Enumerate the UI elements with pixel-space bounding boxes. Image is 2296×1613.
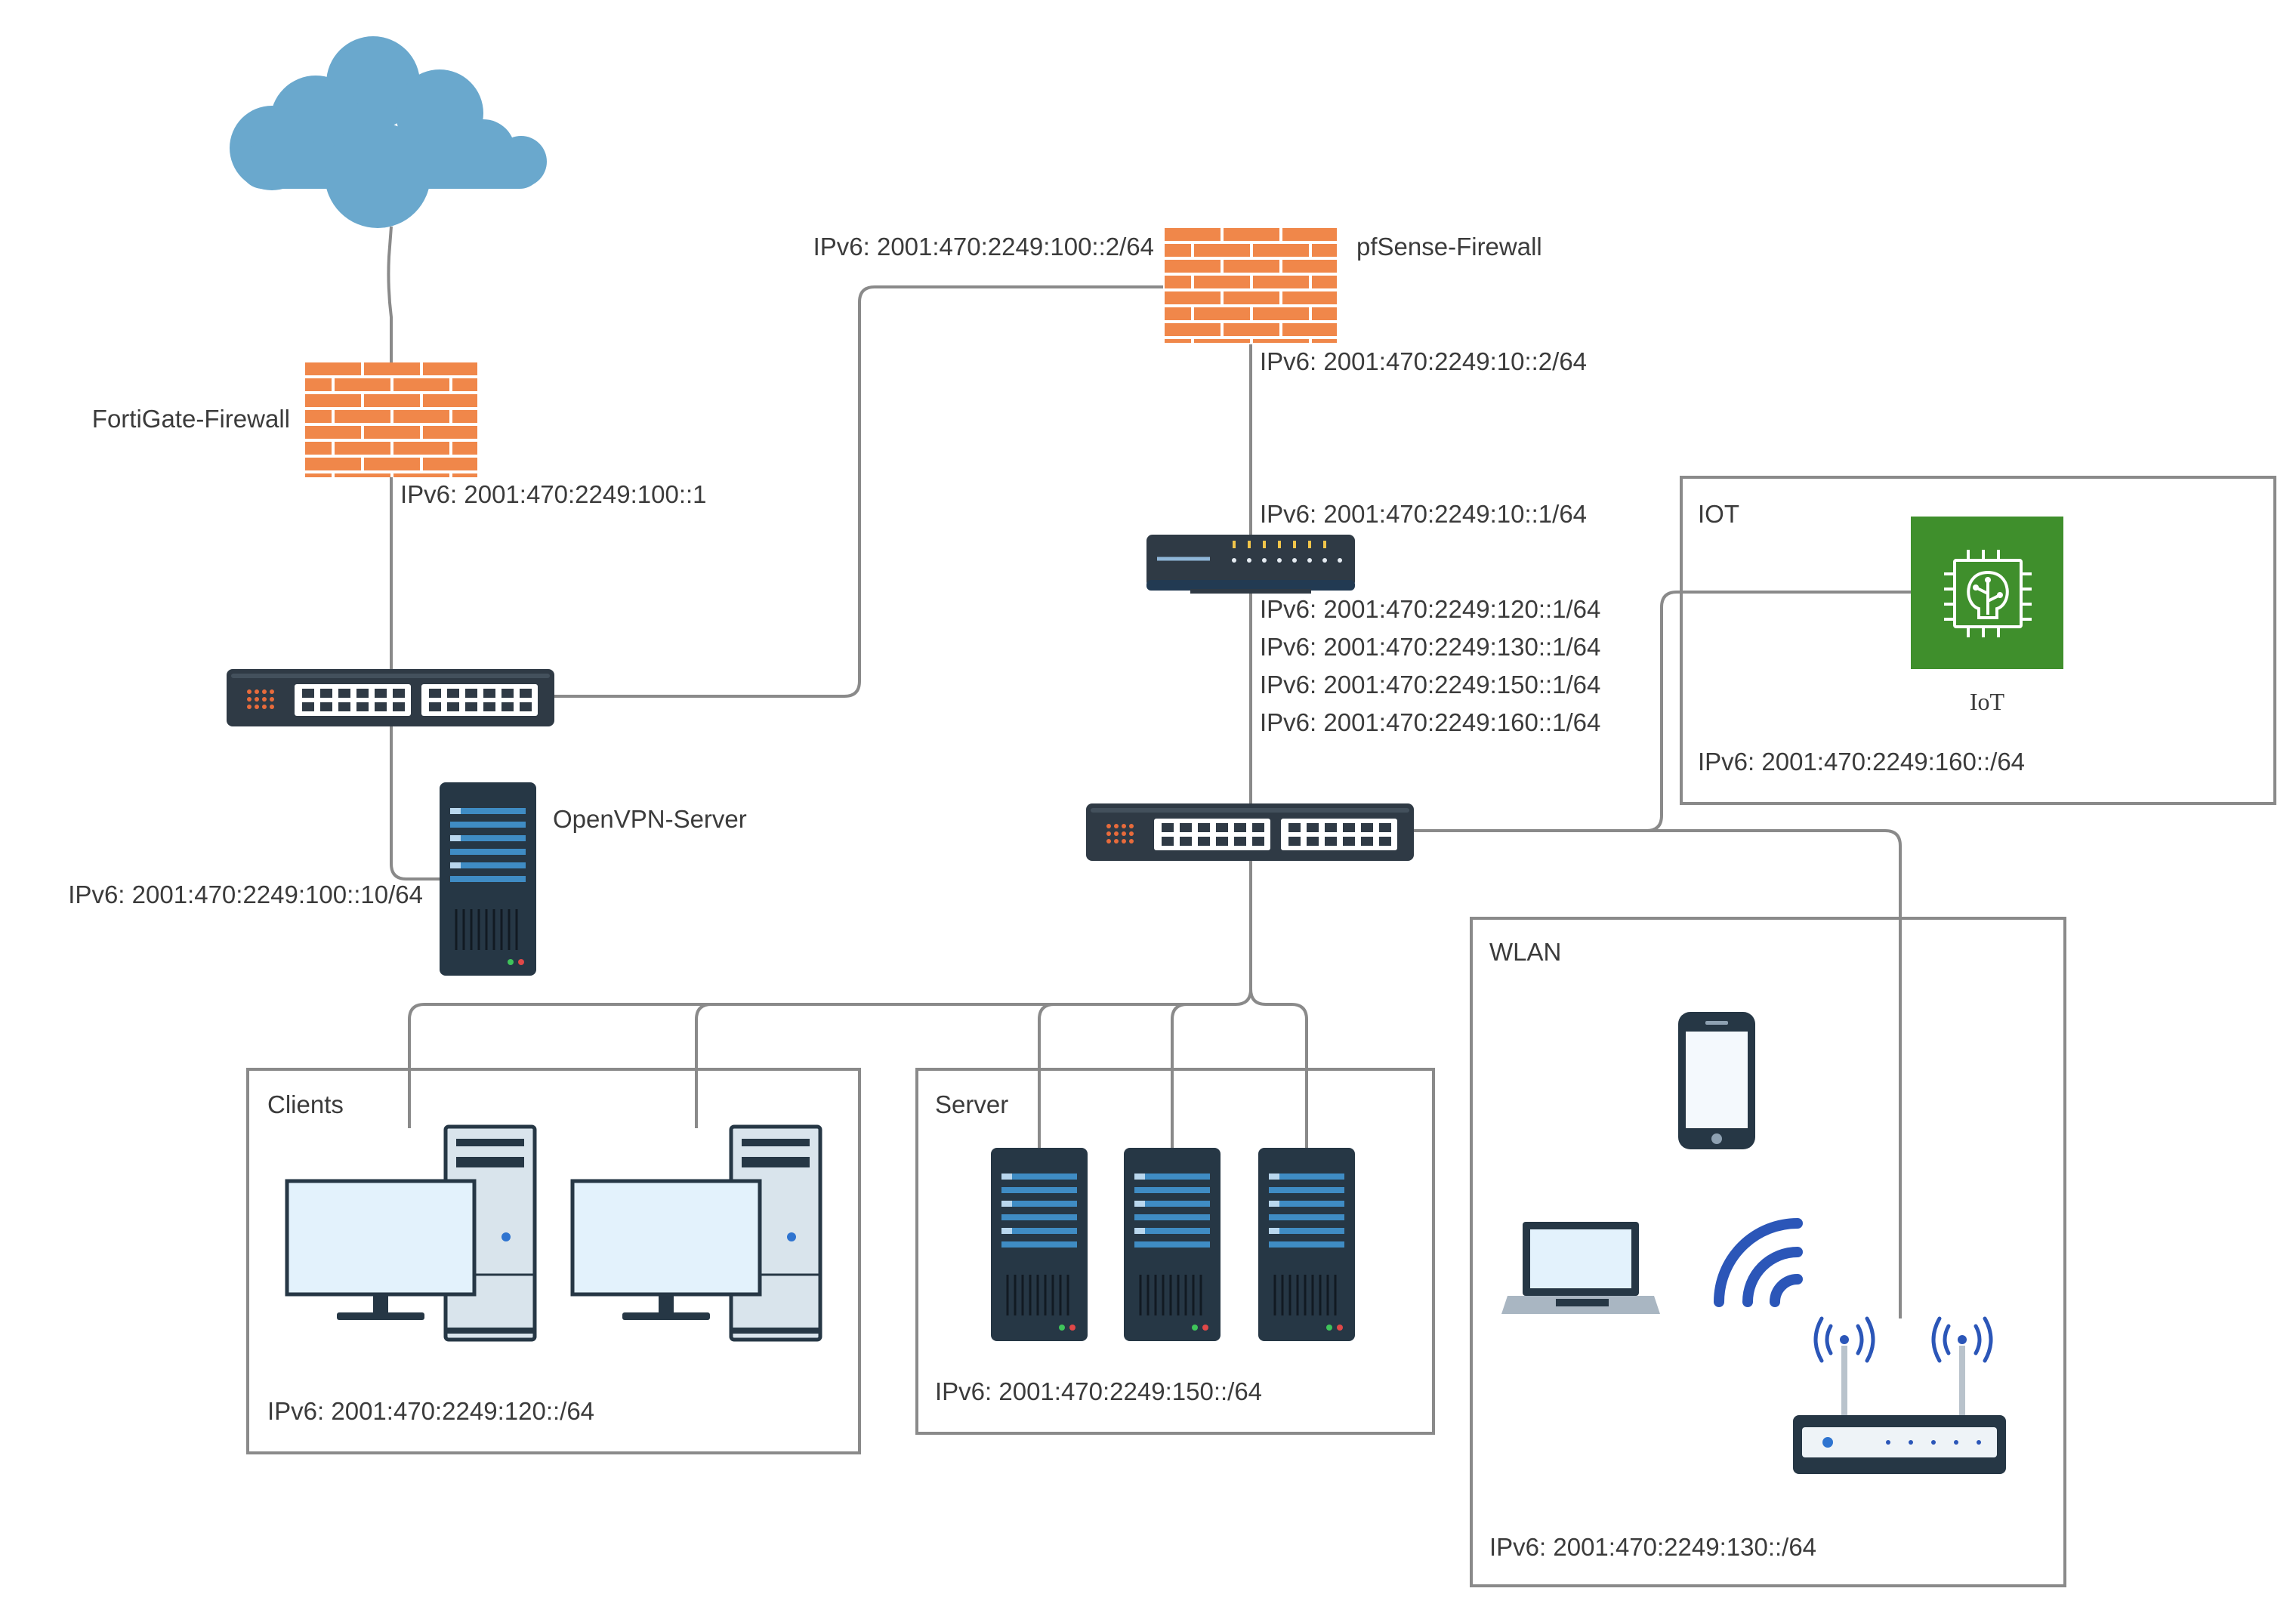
smartphone-icon bbox=[1678, 1012, 1755, 1149]
laptop-icon bbox=[1501, 1222, 1660, 1314]
clients-zone-box bbox=[246, 1068, 861, 1454]
iot-subnet-label: IPv6: 2001:470:2249:160::/64 bbox=[1698, 748, 2025, 776]
router-uplink-ip-label: IPv6: 2001:470:2249:10::1/64 bbox=[1260, 500, 1587, 528]
router-vlan-ip-label-2: IPv6: 2001:470:2249:130::1/64 bbox=[1260, 633, 1600, 661]
router-icon bbox=[1146, 535, 1355, 594]
cloud-to-fortigate-link bbox=[387, 226, 393, 362]
router-vlan-ip-label-4: IPv6: 2001:470:2249:160::1/64 bbox=[1260, 708, 1600, 736]
openvpn-server-icon bbox=[438, 781, 538, 977]
wireless-access-point-icon bbox=[1793, 1316, 2006, 1474]
core-switch-drop-link bbox=[408, 861, 1252, 1128]
wlan-subnet-label: IPv6: 2001:470:2249:130::/64 bbox=[1489, 1533, 1816, 1561]
server-2-icon bbox=[1122, 1146, 1222, 1343]
server-zone-box bbox=[915, 1068, 1435, 1435]
server-2-link bbox=[1171, 1003, 1188, 1148]
clients-subnet-label: IPv6: 2001:470:2249:120::/64 bbox=[267, 1397, 594, 1425]
core-switch-to-wlan-link bbox=[1646, 829, 1902, 1318]
router-vlan-ip-label-3: IPv6: 2001:470:2249:150::1/64 bbox=[1260, 671, 1600, 699]
wlan-zone-title: WLAN bbox=[1489, 938, 1561, 966]
fortigate-firewall-icon bbox=[305, 362, 477, 477]
fortigate-ip-label: IPv6: 2001:470:2249:100::1 bbox=[400, 480, 707, 508]
client-pc-2-icon bbox=[572, 1127, 820, 1340]
fortigate-name-label: FortiGate-Firewall bbox=[92, 405, 290, 433]
iot-zone-box bbox=[1680, 476, 2276, 805]
client-2-link bbox=[695, 1003, 712, 1128]
server-1-icon bbox=[989, 1146, 1089, 1343]
connection-lines bbox=[387, 226, 1911, 1318]
switch-to-openvpn-link bbox=[390, 726, 440, 881]
server-1-link bbox=[1038, 1003, 1055, 1148]
pfsense-name-label: pfSense-Firewall bbox=[1356, 233, 1542, 261]
core-switch-icon bbox=[1086, 803, 1414, 861]
server-subnet-label: IPv6: 2001:470:2249:150::/64 bbox=[935, 1377, 1262, 1405]
server-3-icon bbox=[1257, 1146, 1356, 1343]
router-vlan-ip-label-1: IPv6: 2001:470:2249:120::1/64 bbox=[1260, 595, 1600, 623]
switch-to-pfsense-link bbox=[551, 285, 1163, 698]
openvpn-ip-label: IPv6: 2001:470:2249:100::10/64 bbox=[68, 881, 423, 908]
cloud-icon bbox=[230, 36, 547, 228]
wifi-signal-icon bbox=[1714, 1218, 1803, 1307]
iot-device-label: IoT bbox=[1970, 688, 2005, 715]
iot-chip-icon bbox=[1911, 517, 2063, 669]
wlan-zone-box bbox=[1470, 917, 2066, 1587]
pfsense-wan-ip-label: IPv6: 2001:470:2249:100::2/64 bbox=[813, 233, 1154, 261]
client-pc-1-icon bbox=[287, 1127, 535, 1340]
pfsense-lan-ip-label: IPv6: 2001:470:2249:10::2/64 bbox=[1260, 347, 1587, 375]
clients-zone-title: Clients bbox=[267, 1090, 344, 1118]
server-3-link bbox=[1249, 988, 1308, 1148]
edge-switch-icon bbox=[227, 669, 554, 726]
iot-zone-title: IOT bbox=[1698, 500, 1739, 528]
openvpn-name-label: OpenVPN-Server bbox=[553, 805, 747, 833]
pfsense-firewall-icon bbox=[1165, 228, 1337, 343]
server-zone-title: Server bbox=[935, 1090, 1008, 1118]
